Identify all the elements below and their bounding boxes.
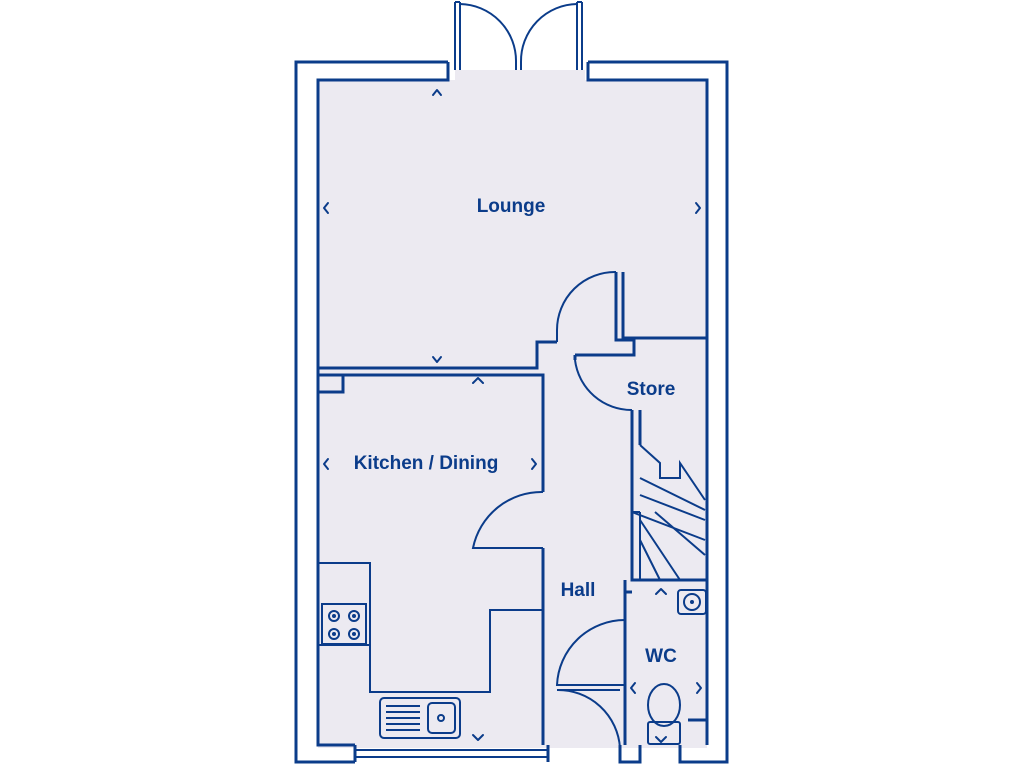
room-label-lounge: Lounge [476,196,546,217]
outer-walls [294,60,729,764]
hob [321,603,367,645]
room-label-wc: WC [645,646,677,667]
door-swings [471,270,633,749]
wc-basin [677,589,707,615]
french-doors [454,1,583,70]
staircase [631,444,706,581]
front-window [355,749,548,758]
dimension-markers [323,89,702,743]
room-label-hall: Hall [560,580,596,601]
floor-area [318,70,707,748]
kitchen-sink [379,697,461,739]
room-label-store: Store [626,379,676,400]
room-label-kitchen-dining: Kitchen / Dining [353,453,499,474]
toilet [647,683,681,745]
